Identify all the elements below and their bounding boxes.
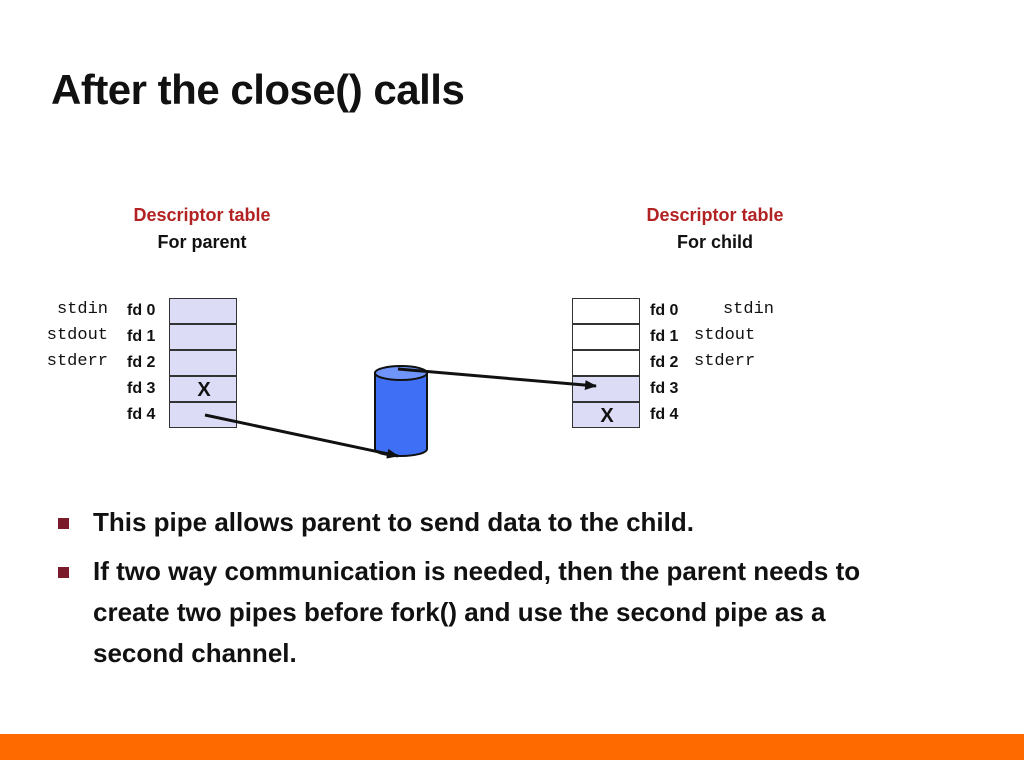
- footer-bar: [0, 734, 1024, 760]
- pipe-diagram: [204, 365, 597, 459]
- parent-fd-label: fd 3: [127, 380, 156, 397]
- parent-stream-stdout: stdout: [46, 326, 108, 345]
- parent-fd4-to-pipe-arrow: [204, 413, 399, 459]
- parent-stream-stdin: stdin: [56, 300, 108, 319]
- parent-fd-cell-closed: X: [169, 376, 237, 402]
- child-fd-cell: [572, 350, 640, 376]
- bullet-text: If two way communication is needed, then…: [93, 556, 861, 668]
- child-fd-label: fd 3: [650, 380, 679, 397]
- child-fd-cell: [572, 376, 640, 402]
- closed-x-mark: X: [197, 379, 211, 401]
- parent-fd-label: fd 0: [127, 302, 156, 319]
- child-stream-stdout: stdout: [694, 326, 756, 345]
- parent-fd-cell: [169, 324, 237, 350]
- child-fd-label: fd 2: [650, 354, 679, 371]
- pipe-to-child-fd3-arrow: [397, 367, 597, 391]
- parent-fd-label: fd 2: [127, 354, 156, 371]
- bullet-marker: [58, 518, 69, 529]
- child-fd-label: fd 1: [650, 328, 679, 345]
- child-fd-label: fd 4: [650, 406, 679, 423]
- parent-fd-cell: [169, 350, 237, 376]
- bullet-marker: [58, 567, 69, 578]
- slide-title: After the close() calls: [51, 66, 465, 113]
- bullet-text: This pipe allows parent to send data to …: [93, 507, 694, 537]
- child-fd-cell-closed: X: [572, 402, 640, 428]
- parent-fd-cell: [169, 402, 237, 428]
- child-fd-cell: [572, 324, 640, 350]
- child-table-heading: Descriptor table: [646, 205, 784, 225]
- closed-x-mark: X: [600, 405, 614, 427]
- parent-fd-label: fd 1: [127, 328, 156, 345]
- parent-fd-label: fd 4: [127, 406, 156, 423]
- child-stream-stderr: stderr: [694, 352, 756, 371]
- child-fd-label: fd 0: [650, 302, 679, 319]
- parent-stream-stderr: stderr: [46, 352, 108, 371]
- parent-fd-cell: [169, 298, 237, 324]
- child-fd-cell: [572, 298, 640, 324]
- parent-table-heading: Descriptor table: [133, 205, 271, 225]
- child-table-subheading: For child: [677, 232, 753, 252]
- child-stream-stdin: stdin: [722, 300, 774, 319]
- parent-table-subheading: For parent: [157, 232, 247, 252]
- pipe-cylinder: [374, 365, 428, 457]
